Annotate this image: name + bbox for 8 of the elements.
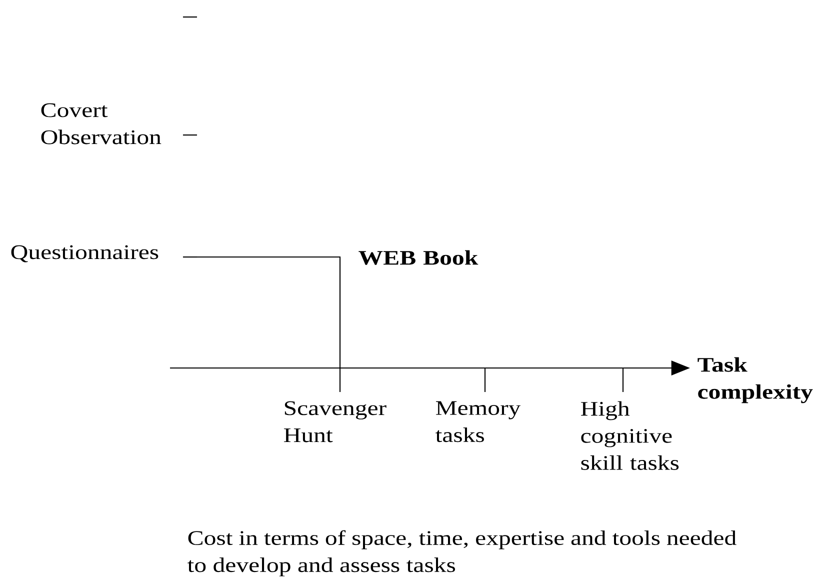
tick-label: Scavenger Hunt [284,401,386,442]
tick-label: High cognitive skill tasks [580,401,679,470]
note-text: Cost in terms of space, time, expertise and tools needed to develop and assess tasks [188,530,736,576]
point-label: WEB Book [358,250,478,265]
axis-title: Task complexity [698,357,813,404]
method-label: Covert Observation [41,103,162,144]
method-label: Questionnaires [11,245,158,262]
tick-label: Memory tasks [436,401,521,442]
